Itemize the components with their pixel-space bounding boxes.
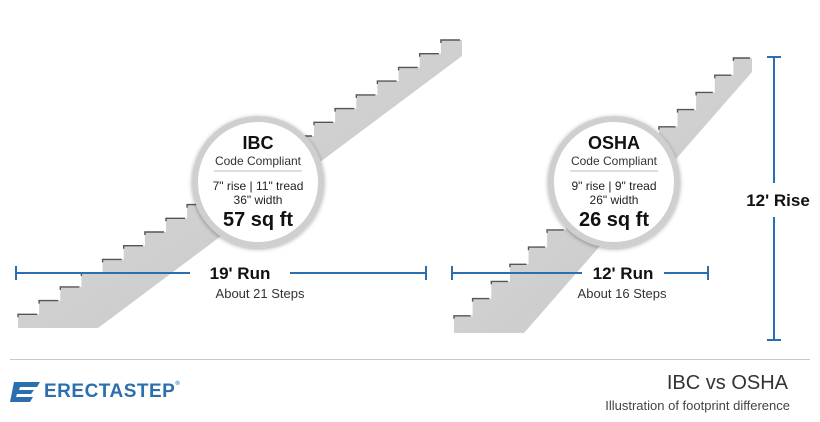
rise-label: 12' Rise [746, 191, 810, 210]
footer-divider [10, 359, 810, 360]
osha-width-line: 26" width [590, 193, 639, 207]
osha-run-dimension [451, 266, 709, 280]
osha-run-label: 12' Run [593, 264, 654, 283]
ibc-spec-line: 7" rise | 11" tread [213, 179, 304, 193]
caption-title: IBC vs OSHA [666, 372, 788, 394]
rise-dimension [767, 56, 781, 341]
osha-badge: OSHA Code Compliant 9" rise | 9" tread 2… [548, 116, 680, 248]
erectastep-logo: ERECTASTEP® [10, 381, 180, 403]
ibc-steps-label: About 21 Steps [216, 286, 305, 301]
osha-spec-line: 9" rise | 9" tread [571, 179, 656, 193]
ibc-area: 57 sq ft [223, 209, 293, 231]
osha-area: 26 sq ft [579, 209, 649, 231]
erectastep-logo-wordmark: ERECTASTEP® [44, 381, 181, 402]
osha-badge-face [554, 122, 674, 242]
osha-steps-label: About 16 Steps [578, 286, 667, 301]
ibc-run-label: 19' Run [210, 264, 271, 283]
erectastep-logo-icon [10, 382, 40, 402]
ibc-badge: IBC Code Compliant 7" rise | 11" tread 3… [192, 116, 324, 248]
ibc-badge-face [198, 122, 318, 242]
osha-title: OSHA [588, 133, 640, 153]
ibc-subtitle: Code Compliant [215, 154, 302, 168]
ibc-run-dimension [15, 266, 427, 280]
caption-subtitle: Illustration of footprint difference [605, 398, 790, 413]
ibc-title: IBC [243, 133, 274, 153]
ibc-width-line: 36" width [234, 193, 283, 207]
osha-subtitle: Code Compliant [571, 154, 658, 168]
